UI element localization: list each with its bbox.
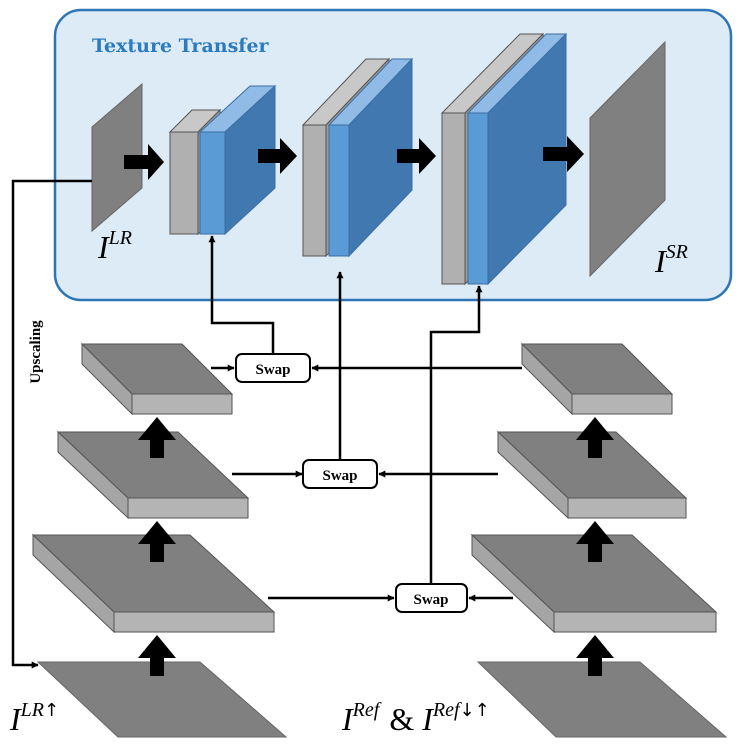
sr-output-plane	[589, 40, 666, 278]
ref-slab-middle	[496, 430, 688, 520]
lr-slab-middle	[56, 430, 250, 520]
svg-text:Swap: Swap	[322, 468, 357, 484]
swap1-output	[208, 235, 275, 354]
lr-slab-bottom	[31, 533, 276, 634]
swap-box-2: Swap	[302, 459, 378, 489]
up-arrow-left-2	[138, 521, 176, 562]
flow-arrow-3	[397, 138, 436, 174]
ref-plane	[476, 661, 728, 738]
swap-box-1: Swap	[235, 353, 311, 383]
texture-transfer-title: Texture Transfer	[92, 35, 270, 57]
upscaling-label: Upscaling	[28, 320, 44, 384]
swap-box-3: Swap	[395, 583, 468, 613]
ref-slab-top	[520, 342, 674, 416]
up-arrow-left-1	[138, 417, 176, 458]
sr-label: ISR	[654, 241, 688, 279]
feature-block-3	[440, 32, 568, 286]
up-arrow-right-1	[576, 417, 614, 458]
lr-up-plane	[36, 661, 288, 738]
svg-text:Swap: Swap	[413, 592, 448, 608]
upscaling-line	[11, 179, 92, 669]
feature-block-1	[168, 84, 277, 236]
swap3-output	[429, 285, 483, 584]
flow-arrow-4	[543, 136, 584, 172]
lr-slab-top	[80, 342, 234, 416]
ref-slab-bottom	[470, 533, 718, 634]
svg-text:Swap: Swap	[255, 362, 290, 378]
flow-arrow-2	[258, 138, 297, 174]
feature-block-2	[301, 57, 414, 258]
lr-up-label: ILR↑	[9, 699, 59, 737]
flow-arrow-1	[124, 144, 164, 180]
up-arrow-right-3	[576, 635, 614, 676]
up-arrow-left-3	[138, 635, 176, 676]
lr-label: ILR	[97, 227, 132, 265]
ref-label: IRef&IRef↓↑	[341, 699, 490, 737]
lr-input-plane	[91, 82, 143, 233]
up-arrow-right-2	[576, 521, 614, 562]
